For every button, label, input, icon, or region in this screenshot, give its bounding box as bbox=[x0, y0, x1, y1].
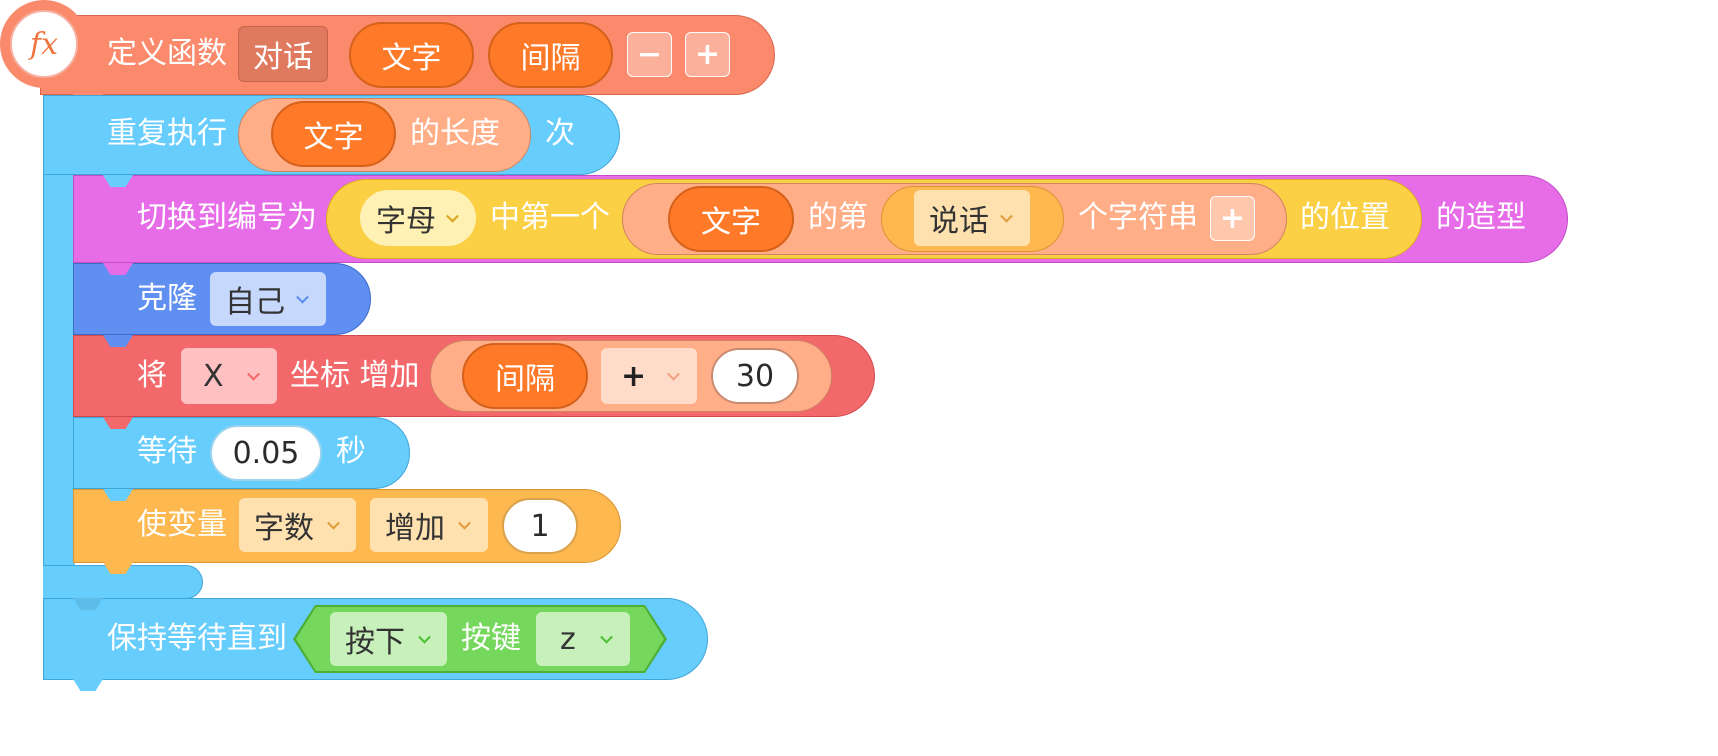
variable-op-dropdown[interactable]: 增加 bbox=[370, 498, 488, 552]
clone-target-label: 自己 bbox=[225, 285, 285, 320]
letters-dropdown-label: 字母 bbox=[376, 204, 436, 239]
change-amount-input[interactable]: 30 bbox=[711, 348, 799, 404]
nth-label: 的第 bbox=[808, 200, 868, 235]
variable-name-dropdown[interactable]: 字数 bbox=[239, 498, 356, 552]
first-of-label: 中第一个 bbox=[490, 200, 610, 235]
variable-op-label: 增加 bbox=[385, 511, 445, 546]
remove-param-button[interactable]: − bbox=[627, 32, 672, 77]
change-param-interval[interactable]: 间隔 bbox=[462, 343, 588, 409]
wait-seconds-input[interactable]: 0.05 bbox=[210, 425, 322, 481]
costume-label: 的造型 bbox=[1436, 200, 1526, 235]
length-label: 的长度 bbox=[410, 116, 500, 151]
minus-icon: − bbox=[636, 37, 663, 72]
define-param-text[interactable]: 文字 bbox=[349, 22, 474, 88]
plus-icon: + bbox=[1219, 201, 1246, 236]
define-param-text-label: 文字 bbox=[381, 41, 442, 76]
switch-top-notch bbox=[103, 175, 133, 187]
change-param-interval-label: 间隔 bbox=[495, 362, 555, 397]
function-name-label: 对话 bbox=[253, 40, 313, 75]
switch-label: 切换到编号为 bbox=[137, 200, 317, 235]
times-label: 次 bbox=[545, 116, 575, 151]
substring-label: 个字符串 bbox=[1078, 200, 1198, 235]
switch-param-text-label: 文字 bbox=[701, 205, 761, 240]
speak-dropdown[interactable]: 说话 bbox=[914, 190, 1030, 246]
wait-until-top-notch bbox=[73, 598, 103, 610]
fx-icon: fx bbox=[10, 10, 78, 78]
chevron-down-icon bbox=[296, 290, 309, 304]
variable-bottom-notch bbox=[103, 562, 133, 574]
change-x-top-notch bbox=[103, 335, 133, 347]
chevron-down-icon bbox=[667, 367, 680, 381]
change-label: 将 bbox=[137, 358, 167, 393]
chevron-down-icon bbox=[446, 209, 459, 223]
variable-name-label: 字数 bbox=[254, 511, 314, 546]
operator-dropdown[interactable]: + bbox=[601, 348, 697, 404]
clone-label: 克隆 bbox=[137, 281, 197, 316]
variable-amount-input[interactable]: 1 bbox=[502, 498, 578, 554]
variable-amount-value: 1 bbox=[530, 508, 550, 544]
variable-label: 使变量 bbox=[137, 507, 227, 542]
key-action-dropdown[interactable]: 按下 bbox=[330, 612, 447, 666]
add-param-button[interactable]: + bbox=[685, 32, 730, 77]
add-substring-button[interactable]: + bbox=[1210, 196, 1255, 241]
key-value-label: z bbox=[560, 621, 576, 657]
clone-top-notch bbox=[103, 263, 133, 275]
function-name-field[interactable]: 对话 bbox=[238, 26, 328, 82]
wait-label: 等待 bbox=[137, 434, 197, 469]
position-label: 的位置 bbox=[1300, 200, 1390, 235]
wait-top-notch bbox=[103, 417, 133, 429]
chevron-down-icon bbox=[327, 516, 340, 530]
axis-dropdown[interactable]: X bbox=[181, 348, 277, 404]
key-dropdown[interactable]: z bbox=[536, 612, 630, 666]
operator-label: + bbox=[621, 358, 647, 394]
switch-param-text[interactable]: 文字 bbox=[668, 186, 794, 252]
fx-label: fx bbox=[29, 26, 59, 62]
seconds-label: 秒 bbox=[336, 434, 366, 469]
key-action-label: 按下 bbox=[345, 625, 405, 660]
variable-top-notch bbox=[103, 489, 133, 501]
define-param-interval-label: 间隔 bbox=[520, 41, 581, 76]
repeat-param-text-label: 文字 bbox=[303, 120, 364, 155]
chevron-down-icon bbox=[600, 630, 613, 644]
repeat-block-arm bbox=[43, 120, 75, 600]
define-title: 定义函数 bbox=[107, 36, 227, 71]
change-amount-value: 30 bbox=[735, 358, 775, 394]
chevron-down-icon bbox=[247, 367, 260, 381]
clone-target-dropdown[interactable]: 自己 bbox=[210, 272, 326, 326]
chevron-down-icon bbox=[418, 630, 431, 644]
plus-icon: + bbox=[694, 37, 721, 72]
coord-increase-label: 坐标 增加 bbox=[290, 358, 420, 393]
letters-dropdown[interactable]: 字母 bbox=[360, 190, 476, 246]
axis-dropdown-label: X bbox=[203, 358, 224, 394]
repeat-param-text[interactable]: 文字 bbox=[271, 101, 396, 167]
wait-until-label: 保持等待直到 bbox=[107, 621, 287, 656]
speak-dropdown-label: 说话 bbox=[929, 204, 989, 239]
wait-seconds-value: 0.05 bbox=[232, 435, 300, 471]
repeat-label: 重复执行 bbox=[107, 116, 227, 151]
chevron-down-icon bbox=[1000, 209, 1013, 223]
chevron-down-icon bbox=[458, 516, 471, 530]
key-label: 按键 bbox=[461, 621, 521, 656]
define-param-interval[interactable]: 间隔 bbox=[488, 22, 613, 88]
wait-until-bottom-notch bbox=[73, 679, 103, 691]
